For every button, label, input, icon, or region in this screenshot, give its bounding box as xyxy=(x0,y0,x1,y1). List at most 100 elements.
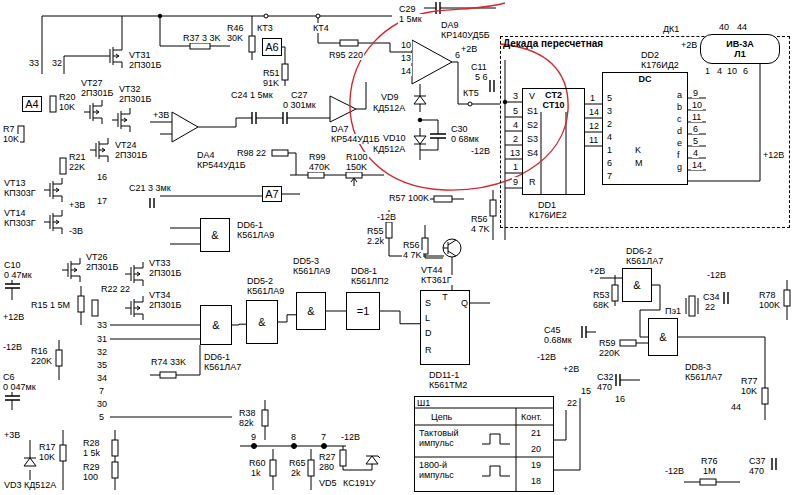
schematic-label: 8 xyxy=(290,432,297,442)
schematic-label: +12В xyxy=(762,150,785,160)
schematic-label: +2В xyxy=(460,44,478,54)
schematic-label: 6 xyxy=(692,124,699,134)
node-text: CT2 xyxy=(545,90,562,100)
schematic-label: 32 xyxy=(51,58,63,68)
schematic-label: 1 5k xyxy=(82,448,101,458)
schematic-label: 5 xyxy=(606,93,613,103)
schematic-label: 34 xyxy=(96,373,108,383)
transistor-symbol xyxy=(44,178,62,202)
schematic-label: -3В xyxy=(68,226,84,236)
node-text: & xyxy=(307,305,314,317)
indicator-tube: ИВ-3АЛ1 xyxy=(700,34,780,64)
module-box: A6 xyxy=(262,38,282,56)
schematic-label: 2 xyxy=(512,134,519,144)
test-point xyxy=(264,14,268,18)
schematic-label: 30 xyxy=(96,399,108,409)
schematic-label: 21 xyxy=(530,428,542,438)
schematic-label: 1 5мк xyxy=(398,14,423,24)
schematic-label: 4 7K xyxy=(470,224,491,234)
schematic-label: 0.68мк xyxy=(543,335,573,345)
resistor-symbol xyxy=(270,460,276,476)
schematic-label: M xyxy=(634,158,644,168)
resistor-symbol xyxy=(346,172,362,178)
node-text: ИВ-3А xyxy=(726,39,753,49)
resistor-symbol xyxy=(340,40,358,46)
schematic-label: 14 xyxy=(691,160,703,170)
schematic-label: 40 xyxy=(718,22,730,32)
schematic-label: 4 xyxy=(512,120,519,130)
node-text: Ш1 xyxy=(417,398,430,408)
transistor-symbol xyxy=(90,138,108,162)
schematic-label: 1k xyxy=(250,468,262,478)
schematic-label: 2 xyxy=(606,119,613,129)
logic-gate: & xyxy=(648,318,678,356)
node-text: =1 xyxy=(357,305,370,317)
schematic-label: К561ЛА9 xyxy=(246,286,285,296)
schematic-label: Q xyxy=(460,298,469,308)
schematic-label: 13 xyxy=(509,148,521,158)
schematic-label: VT33 xyxy=(148,258,172,268)
schematic-label: -12В xyxy=(376,212,397,222)
schematic-label: C21 3 3мк xyxy=(128,183,172,193)
schematic-label: 10 xyxy=(726,66,738,76)
schematic-label: 1M xyxy=(702,466,717,476)
node-text: A6 xyxy=(265,41,278,53)
wire xyxy=(150,82,493,290)
schematic-label: R29 xyxy=(82,462,101,472)
schematic-label: 1 xyxy=(606,145,613,155)
schematic-label: -12В xyxy=(340,432,361,442)
resistor-symbol xyxy=(340,450,346,466)
schematic-label: +3В xyxy=(3,430,21,440)
schematic-label: R51 xyxy=(262,68,281,78)
node-text: T xyxy=(442,292,448,302)
schematic-label: C6 xyxy=(2,372,16,382)
schematic-label: КП303Г xyxy=(3,188,37,198)
schematic-label: DA7 xyxy=(330,124,350,134)
node-text: & xyxy=(212,319,219,331)
schematic-label: 7 xyxy=(606,171,613,181)
schematic-label: 9 xyxy=(250,432,257,442)
schematic-label: d xyxy=(676,126,683,136)
schematic-label: S xyxy=(424,298,432,308)
transistor-symbol xyxy=(104,44,122,68)
schematic-label: 100K xyxy=(758,300,781,310)
schematic-label: R17 xyxy=(38,442,57,452)
schematic-label: DD11-1 xyxy=(428,370,460,380)
resistor-symbol xyxy=(60,158,66,174)
schematic-label: 100 xyxy=(82,472,99,482)
schematic-label: К561ТМ2 xyxy=(428,380,468,390)
schematic-label: VD9 xyxy=(380,92,400,102)
schematic-label: -12В xyxy=(664,466,685,476)
schematic-label: ДК1 xyxy=(662,24,680,34)
resistor-symbol xyxy=(18,126,24,142)
wire-connector xyxy=(326,311,346,312)
schematic-label: b xyxy=(676,102,683,112)
schematic-label: +2В xyxy=(680,40,698,50)
schematic-label: КТ5 xyxy=(462,88,480,98)
resistor-symbol xyxy=(386,222,392,238)
red-circle-mark xyxy=(350,3,568,190)
schematic-label: K xyxy=(634,145,642,155)
schematic-label: R60 xyxy=(248,458,267,468)
logic-gate: & xyxy=(622,268,652,302)
schematic-label: 220K xyxy=(30,356,53,366)
schematic-label: 2П301Б xyxy=(85,262,119,272)
resistor-symbol xyxy=(92,300,98,316)
potentiometer-wiper xyxy=(351,178,357,186)
schematic-label: 22 xyxy=(704,302,716,312)
schematic-label: VT32 xyxy=(118,84,142,94)
schematic-label: VT14 xyxy=(3,208,27,218)
schematic-label: 11 xyxy=(588,135,599,145)
schematic-label: V xyxy=(528,91,536,101)
schematic-label: DD5-3 xyxy=(292,256,320,266)
schematic-label: 15 xyxy=(580,386,592,396)
schematic-label: КД512А xyxy=(372,144,406,154)
schematic-label: 7 xyxy=(320,432,327,442)
ic-chip: CT2CT10 xyxy=(522,88,585,195)
schematic-label: R22 22 xyxy=(100,284,131,294)
schematic-label: f xyxy=(676,150,681,160)
schematic-label: КП303Г xyxy=(3,218,37,228)
schematic-label: R100 xyxy=(345,152,369,162)
schematic-label: R56 xyxy=(470,214,489,224)
schematic-label: R53 xyxy=(592,290,611,300)
